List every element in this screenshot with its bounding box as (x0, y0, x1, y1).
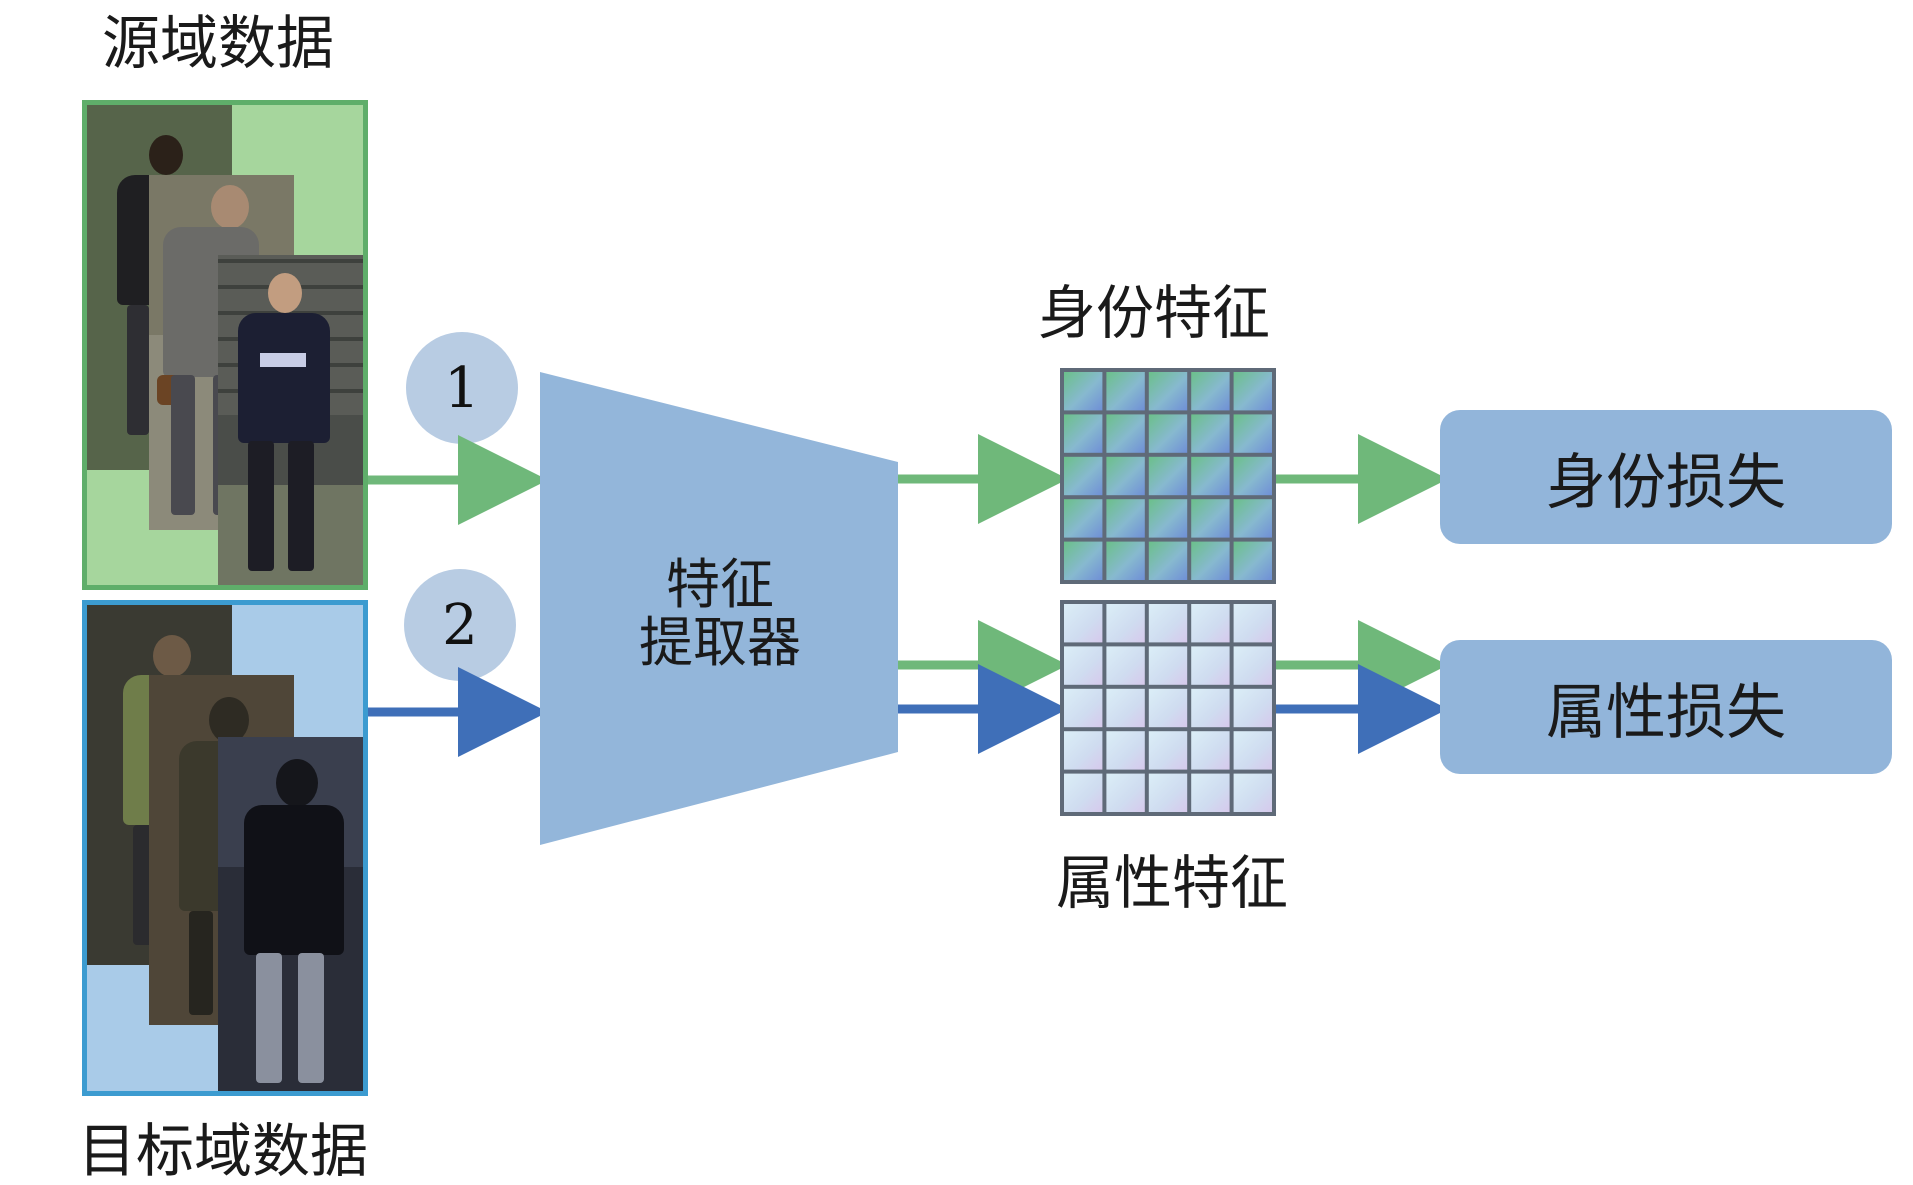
source-domain-label: 源域数据 (102, 9, 335, 77)
identity-loss-box: 身份损失 (1440, 410, 1892, 544)
attribute-feature-cell (1148, 646, 1188, 685)
attribute-feature-cell (1064, 688, 1103, 728)
identity-feature-cell (1191, 499, 1230, 538)
attribute-feature-cell (1064, 604, 1103, 643)
identity-feature-cell (1233, 456, 1272, 496)
step-2-badge: 2 (404, 569, 516, 681)
attribute-feature-cell (1064, 773, 1103, 812)
attribute-feature-label: 属性特征 (1056, 849, 1289, 917)
attribute-feature-cell (1233, 646, 1272, 685)
identity-feature-cell (1148, 499, 1188, 538)
attribute-feature-cell (1191, 773, 1230, 812)
identity-feature-cell (1191, 414, 1230, 453)
attribute-loss-box: 属性损失 (1440, 640, 1892, 774)
attribute-feature-cell (1148, 773, 1188, 812)
source-domain-images (82, 100, 368, 590)
attribute-feature-cell (1064, 646, 1103, 685)
identity-feature-cell (1106, 414, 1145, 453)
attribute-feature-grid (1060, 600, 1276, 816)
attribute-feature-cell (1106, 646, 1145, 685)
feature-extractor-label-line2: 提取器 (639, 611, 801, 675)
identity-feature-cell (1233, 499, 1272, 538)
attribute-feature-cell (1106, 773, 1145, 812)
attribute-feature-cell (1191, 731, 1230, 770)
attribute-feature-cell (1148, 731, 1188, 770)
identity-feature-cell (1233, 414, 1272, 453)
attribute-feature-cell (1106, 731, 1145, 770)
identity-feature-cell (1191, 372, 1230, 411)
identity-feature-cell (1148, 372, 1188, 411)
attribute-feature-cell (1191, 604, 1230, 643)
attribute-feature-cell (1233, 688, 1272, 728)
target-domain-images (82, 600, 368, 1096)
identity-feature-cell (1191, 541, 1230, 580)
target-person-image-3 (218, 737, 363, 1091)
identity-feature-cell (1064, 499, 1103, 538)
identity-feature-cell (1106, 372, 1145, 411)
identity-feature-cell (1191, 456, 1230, 496)
identity-feature-cell (1106, 456, 1145, 496)
feature-extractor-label-line1: 特征 (666, 553, 774, 616)
attribute-feature-cell (1191, 646, 1230, 685)
identity-feature-cell (1148, 414, 1188, 453)
identity-feature-cell (1148, 456, 1188, 496)
identity-feature-label: 身份特征 (1038, 279, 1271, 347)
identity-feature-grid (1060, 368, 1276, 584)
feature-extractor-shape (540, 372, 898, 845)
step-1-badge: 1 (406, 332, 518, 444)
attribute-feature-cell (1106, 688, 1145, 728)
identity-feature-cell (1106, 541, 1145, 580)
source-person-image-3 (218, 255, 363, 585)
feature-extractor-label: 特征 提取器 (605, 553, 835, 675)
identity-feature-cell (1064, 414, 1103, 453)
attribute-feature-cell (1233, 773, 1272, 812)
attribute-feature-cell (1148, 604, 1188, 643)
identity-feature-cell (1064, 541, 1103, 580)
identity-feature-cell (1064, 456, 1103, 496)
identity-feature-cell (1148, 541, 1188, 580)
target-domain-label: 目标域数据 (78, 1117, 369, 1185)
attribute-feature-cell (1106, 604, 1145, 643)
identity-feature-cell (1106, 499, 1145, 538)
identity-feature-cell (1233, 372, 1272, 411)
attribute-feature-cell (1148, 688, 1188, 728)
identity-feature-cell (1064, 372, 1103, 411)
attribute-feature-cell (1191, 688, 1230, 728)
attribute-feature-cell (1233, 604, 1272, 643)
identity-feature-cell (1233, 541, 1272, 580)
attribute-feature-cell (1064, 731, 1103, 770)
attribute-feature-cell (1233, 731, 1272, 770)
